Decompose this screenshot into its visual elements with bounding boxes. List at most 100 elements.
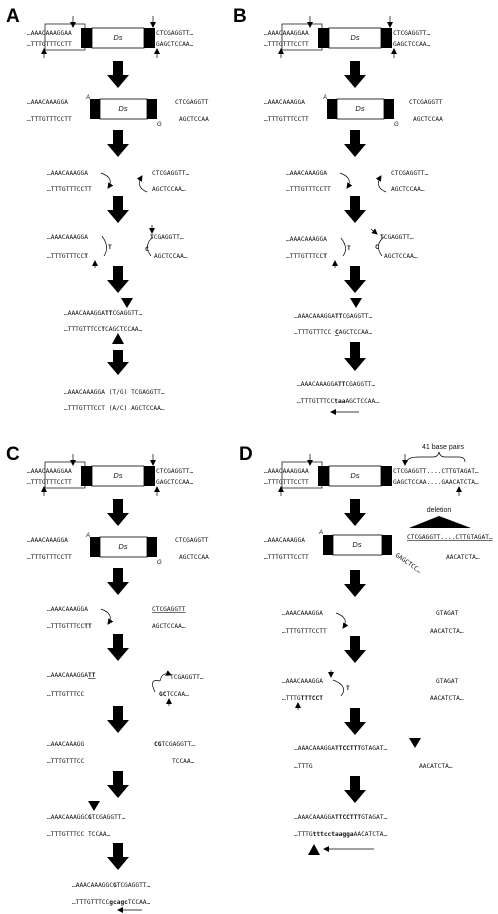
- seq-top-pre: AAACAAAGG: [51, 814, 85, 821]
- seq-top-post: CGAGGTT: [112, 310, 138, 317]
- svg-text:…TTTGTTTCCTT: …TTTGTTTCCTT: [27, 41, 72, 48]
- seq-bottom-right: TCCAA: [172, 758, 191, 765]
- seq-bottom-post: AACATCTA: [354, 831, 384, 838]
- step-6-ligation: …AAACAAAGGCGTCGAGGTT… …TTTGTTTCC TCCAA…: [47, 801, 126, 838]
- seq-bold: G: [88, 814, 92, 821]
- terminal-nucleotide: G: [394, 122, 399, 128]
- nick-arrow: [370, 228, 378, 235]
- svg-text:CTCGAGGTT…: CTCGAGGTT…: [393, 30, 431, 37]
- seq-top-pre: AAACAAAGGA: [68, 310, 106, 317]
- svg-text:…AAACAAAGGAA: …AAACAAAGGAA: [264, 30, 309, 37]
- seq-top-right: CTCGAGGTT....CTTGTAGAT: [393, 468, 475, 475]
- svg-text:…TTTGTTTCCTT: …TTTGTTTCCTT: [27, 554, 72, 561]
- svg-text:GCTCCAA…: GCTCCAA…: [159, 691, 189, 698]
- svg-text:…AAACAAAGGCGTCGAGGTT…: …AAACAAAGGCGTCGAGGTT…: [47, 814, 126, 821]
- step-arrow-icon: [107, 568, 129, 595]
- svg-text:TCGAGGTT…: TCGAGGTT…: [150, 234, 184, 241]
- seq-top-post: CGAGGTT: [342, 313, 368, 320]
- step-arrow-icon: [107, 771, 129, 798]
- seq-bottom-left: TTTGTTTCCTT: [268, 41, 309, 48]
- svg-text:CTCGAGGTT: CTCGAGGTT: [152, 606, 186, 613]
- step-1-insertion: …AAACAAAGGAA …TTTGTTTCCTT Ds CTCGAGGTT… …: [27, 16, 194, 58]
- svg-text:AGCTCCAA: AGCTCCAA: [179, 116, 209, 123]
- step-arrow-icon: [344, 570, 366, 597]
- svg-text:AACATCTA…: AACATCTA…: [419, 763, 453, 770]
- svg-text:…TTTGTTTCCTT: …TTTGTTTCCTT: [47, 186, 92, 193]
- svg-text:…AAACAAAGGA: …AAACAAAGGA: [47, 606, 88, 613]
- terminal-inverted-repeat: [81, 466, 92, 486]
- seq-bold: taa: [334, 398, 345, 405]
- seq-bottom-left: TTTGTTTCCTT: [268, 554, 309, 561]
- span-brace: [406, 451, 466, 463]
- seq-top-left: AAACAAAGGAA: [268, 30, 309, 37]
- svg-text:AGCTCCAA: AGCTCCAA: [179, 554, 209, 561]
- panel-label-d: D: [239, 444, 253, 465]
- seq-top-mid: C: [109, 882, 113, 889]
- svg-text:…AAACAAAGGATT: …AAACAAAGGATT: [47, 672, 96, 679]
- footprint-marker-icon: [112, 333, 124, 344]
- seq-bottom-left-pre: TTTG: [286, 695, 301, 702]
- svg-text:…AAACAAAGGA: …AAACAAAGGA: [282, 678, 323, 685]
- brace-label: 41 base pairs: [422, 444, 465, 451]
- svg-text:…TTTGTTTCCgcagcTCCAA…: …TTTGTTTCCgcagcTCCAA…: [72, 899, 151, 906]
- step-5-repair: …AAACAAAGGATTCCTTTGTAGAT… …TTTG AACATCTA…: [294, 738, 453, 770]
- deletion-label: deletion: [427, 507, 452, 514]
- step-2-excision: deletion …AAACAAAGGA …TTTGTTTCCTT A Ds C…: [264, 507, 493, 575]
- seq-top-right: CTCGAGGTT: [156, 468, 190, 475]
- hairpin-arrow: [335, 612, 349, 629]
- panel-b: B …AAACAAAGGAA …TTTGTTTCCTT Ds CTCGAGGTT…: [233, 6, 443, 415]
- seq-bottom-right: GAGCTCCAA: [393, 41, 427, 48]
- seq-bold: C: [335, 329, 339, 336]
- terminal-nucleotide: G: [157, 122, 162, 128]
- seq-bottom-right: GAGCTCCAA: [156, 41, 190, 48]
- step-1-insertion: …AAACAAAGGAA …TTTGTTTCCTT Ds CTCGAGGTT… …: [264, 16, 431, 58]
- hairpin-arrow: [375, 175, 387, 193]
- step-arrow-icon: [344, 776, 366, 803]
- panel-d: D …AAACAAAGGAA …TTTGTTTCCTT Ds CTCGAGGTT…: [239, 444, 493, 855]
- terminal-nucleotide: A: [318, 530, 323, 536]
- step-2-excision: …AAACAAAGGA …TTTGTTTCCTT A Ds G CTCGAGGT…: [27, 533, 209, 566]
- svg-text:…TTTGTTTCCTT: …TTTGTTTCCTT: [27, 479, 72, 486]
- svg-text:…AAACAAAGG: …AAACAAAGG: [47, 741, 85, 748]
- seq-top-right: GTAGAT: [436, 610, 459, 617]
- svg-text:…TTTGTTTCCTT: …TTTGTTTCCTT: [264, 116, 309, 123]
- seq-top-right: CTCGAGGTT: [409, 99, 443, 106]
- seq-bottom-pre: TTTGTTTCC: [298, 329, 332, 336]
- hairpin-loop: [147, 236, 154, 257]
- svg-text:TCCAA…: TCCAA…: [172, 758, 195, 765]
- svg-text:…AAACAAAGGA: …AAACAAAGGA: [47, 170, 88, 177]
- seq-top-right: CTCGAGGTT: [175, 99, 209, 106]
- seq-bottom-left: TTTGTTTCCTT: [31, 116, 72, 123]
- step-arrow-icon: [107, 706, 129, 733]
- seq-bottom-left: TTTGTTTCC: [51, 691, 85, 698]
- seq-bold: gcagc: [109, 899, 128, 906]
- seq-bottom-left-pre: TTTGTTTCC: [51, 623, 85, 630]
- seq-top-left: AAACAAAGGA: [51, 606, 89, 613]
- svg-text:…AAACAAAGGATTCCTTTGTAGAT…: …AAACAAAGGATTCCTTTGTAGAT…: [294, 814, 387, 821]
- step-5-repair: …AAACAAAGGATTCGAGGTT… …TTTGTTTCC CAGCTCC…: [294, 298, 373, 336]
- seq-bottom-right: AACATCTA: [419, 763, 449, 770]
- seq-bottom-right: TCCAA: [88, 831, 107, 838]
- seq-bottom-pre: TTTGTTTCC: [301, 398, 335, 405]
- seq-bottom-right: AACATCTA: [430, 628, 460, 635]
- svg-text:AGCTCCAA…: AGCTCCAA…: [152, 186, 186, 193]
- seq-top-left: AAACAAAGGAA: [31, 30, 72, 37]
- svg-text:AGCTCCAA…: AGCTCCAA…: [154, 253, 188, 260]
- svg-text:CTCGAGGTT....CTTGTAGAT…: CTCGAGGTT....CTTGTAGAT…: [393, 468, 479, 475]
- seq-top-left: AAACAAAGGA: [51, 170, 89, 177]
- svg-text:GAGCTCCAA....GAACATCTA…: GAGCTCCAA....GAACATCTA…: [393, 479, 479, 486]
- seq-bottom-left: TTTGTTTCC: [51, 831, 85, 838]
- svg-text:CGTCGAGGTT…: CGTCGAGGTT…: [154, 741, 195, 748]
- terminal-inverted-repeat: [318, 28, 329, 48]
- svg-text:CTCGAGGTT....CTTGTAGAT…: CTCGAGGTT....CTTGTAGAT…: [407, 534, 493, 541]
- seq-top-left: AAACAAAGGA: [286, 678, 324, 685]
- svg-text:…AAACAAAGGA: …AAACAAAGGA: [27, 537, 68, 544]
- svg-text:…TTTG: …TTTG: [294, 763, 313, 770]
- hairpin-arrow: [136, 175, 148, 193]
- seq-top-right: CTCGAGGTT: [152, 170, 186, 177]
- step-arrow-icon: [344, 61, 366, 88]
- step-arrow-icon: [344, 342, 366, 371]
- seq-top-post: CGAGGTT: [345, 381, 371, 388]
- seq-top-pre: AAACAAAGG: [76, 882, 110, 889]
- seq-top-left: AAACAAAGGA: [31, 99, 69, 106]
